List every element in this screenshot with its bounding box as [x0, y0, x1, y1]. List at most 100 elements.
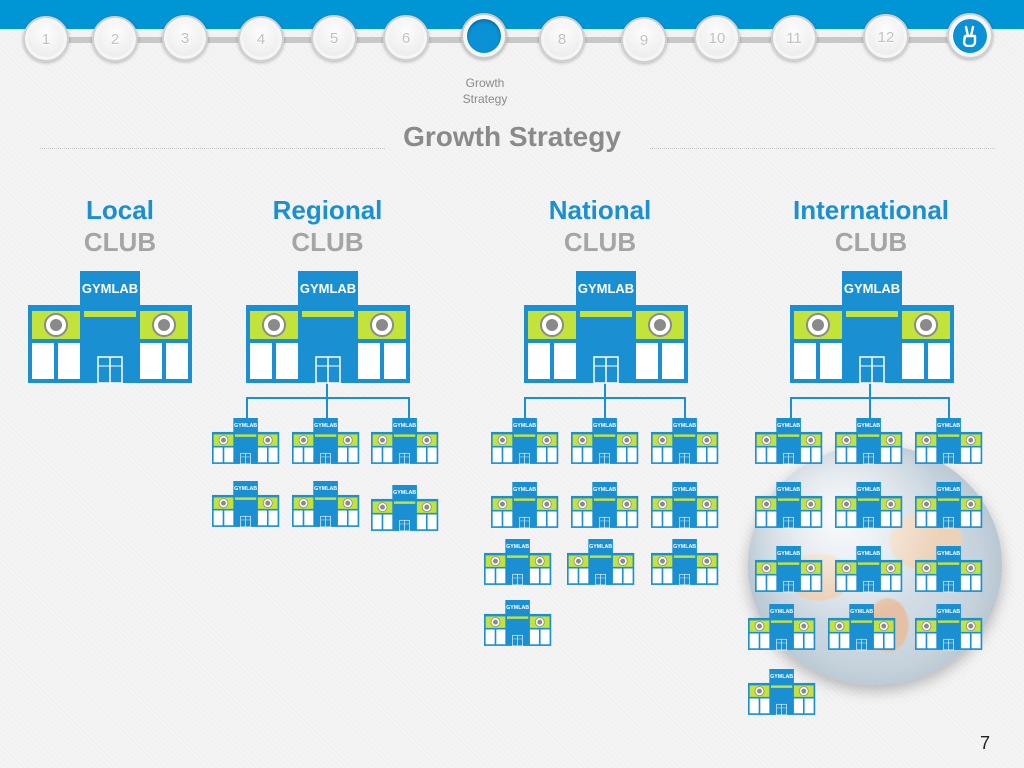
caption-line-2: Strategy	[462, 92, 508, 106]
national-connector-trunk	[604, 382, 606, 398]
international-branch-building: GYMLAB	[755, 418, 823, 465]
international-branch-building: GYMLAB	[915, 418, 983, 465]
building-sign: GYMLAB	[393, 423, 416, 429]
national-branch-building: GYMLAB	[651, 539, 719, 586]
step-4[interactable]: 4	[238, 16, 284, 62]
international-branch-building: GYMLAB	[755, 482, 823, 529]
regional-branch-building: GYMLAB	[212, 418, 280, 465]
building-sign: GYMLAB	[234, 486, 257, 492]
step-label: 6	[401, 29, 411, 47]
column-regional-title: Regional	[272, 195, 383, 225]
column-national-subtitle: CLUB	[563, 227, 637, 257]
building-sign: GYMLAB	[937, 551, 960, 557]
regional-connector-trunk	[326, 382, 328, 398]
building-sign: GYMLAB	[777, 487, 800, 493]
international-branch-building: GYMLAB	[835, 546, 903, 593]
regional-branch-building: GYMLAB	[292, 481, 360, 528]
regional-branch-building: GYMLAB	[371, 485, 439, 532]
building-sign: GYMLAB	[850, 609, 873, 615]
step-3[interactable]: 3	[162, 15, 208, 61]
regional-connector-drop	[246, 397, 248, 419]
active-step-caption: Growth Strategy	[440, 75, 530, 107]
step-active[interactable]	[461, 13, 507, 59]
international-connector-drop	[948, 397, 950, 419]
column-national-title: National	[548, 195, 652, 225]
international-connector-drop	[869, 397, 871, 419]
building-sign: GYMLAB	[234, 423, 257, 429]
national-branch-building: GYMLAB	[484, 600, 552, 647]
step-label: 11	[786, 29, 802, 47]
title-rule-right	[650, 148, 995, 149]
national-branch-building: GYMLAB	[651, 418, 719, 465]
step-label: 12	[877, 28, 895, 46]
step-label: 9	[639, 31, 649, 49]
national-connector-drop	[684, 397, 686, 419]
regional-branch-building: GYMLAB	[212, 481, 280, 528]
building-sign: GYMLAB	[513, 423, 536, 429]
international-branch-building: GYMLAB	[748, 604, 816, 651]
building-sign: GYMLAB	[673, 487, 696, 493]
building-sign: GYMLAB	[937, 487, 960, 493]
national-branch-building: GYMLAB	[491, 418, 559, 465]
step-8[interactable]: 8	[539, 16, 585, 62]
building-sign: GYMLAB	[844, 281, 900, 296]
active-step-dot	[467, 19, 501, 53]
building-sign: GYMLAB	[593, 423, 616, 429]
step-label: 3	[180, 29, 190, 47]
step-label: 4	[256, 30, 266, 48]
regional-branch-building: GYMLAB	[371, 418, 439, 465]
building-sign: GYMLAB	[82, 281, 138, 296]
national-branch-building: GYMLAB	[567, 539, 635, 586]
building-sign: GYMLAB	[506, 544, 529, 550]
column-local-subtitle: CLUB	[83, 227, 157, 257]
column-international-title: International	[792, 195, 949, 225]
step-6[interactable]: 6	[383, 15, 429, 61]
step-12[interactable]: 12	[863, 14, 909, 60]
step-11[interactable]: 11	[771, 15, 817, 61]
column-international-heading: International CLUB	[770, 194, 972, 258]
building-sign: GYMLAB	[857, 487, 880, 493]
building-sign: GYMLAB	[857, 423, 880, 429]
step-9[interactable]: 9	[621, 17, 667, 63]
step-5[interactable]: 5	[311, 15, 357, 61]
regional-connector-drop	[408, 397, 410, 419]
peace-hand-icon	[953, 19, 987, 53]
national-branch-building: GYMLAB	[484, 539, 552, 586]
national-main-club-building: GYMLAB	[524, 271, 688, 384]
building-sign: GYMLAB	[314, 486, 337, 492]
building-sign: GYMLAB	[777, 423, 800, 429]
building-sign: GYMLAB	[513, 487, 536, 493]
step-2[interactable]: 2	[92, 16, 138, 62]
building-sign: GYMLAB	[593, 487, 616, 493]
column-local-heading: Local CLUB	[40, 194, 200, 258]
step-label: 10	[708, 29, 726, 47]
national-connector-drop	[524, 397, 526, 419]
caption-line-1: Growth	[465, 76, 505, 90]
national-branch-building: GYMLAB	[571, 418, 639, 465]
building-sign: GYMLAB	[314, 423, 337, 429]
column-regional-subtitle: CLUB	[291, 227, 364, 257]
column-international-subtitle: CLUB	[834, 227, 908, 257]
column-national-heading: National CLUB	[515, 194, 685, 258]
building-sign: GYMLAB	[770, 674, 793, 680]
building-sign: GYMLAB	[777, 551, 800, 557]
step-finish[interactable]	[947, 13, 993, 59]
step-1[interactable]: 1	[23, 16, 69, 62]
column-regional-heading: Regional CLUB	[240, 194, 415, 258]
step-label: 5	[329, 29, 339, 47]
international-branch-building: GYMLAB	[915, 604, 983, 651]
building-sign: GYMLAB	[506, 605, 529, 611]
page-number: 7	[979, 733, 990, 753]
step-label: 2	[110, 30, 120, 48]
building-sign: GYMLAB	[770, 609, 793, 615]
international-branch-building: GYMLAB	[915, 546, 983, 593]
international-branch-building: GYMLAB	[748, 669, 816, 716]
national-branch-building: GYMLAB	[491, 482, 559, 529]
step-10[interactable]: 10	[694, 15, 740, 61]
international-branch-building: GYMLAB	[915, 482, 983, 529]
building-sign: GYMLAB	[937, 609, 960, 615]
regional-branch-building: GYMLAB	[292, 418, 360, 465]
step-label: 8	[557, 30, 567, 48]
building-sign: GYMLAB	[300, 281, 356, 296]
local-club-building: GYMLAB	[28, 271, 192, 384]
